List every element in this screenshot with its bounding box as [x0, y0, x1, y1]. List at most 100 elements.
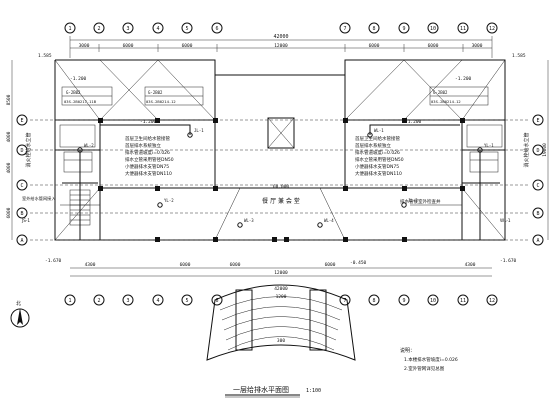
column-axis-top-5-label: 5 — [185, 26, 188, 32]
bottom-dim-2: 6000 — [180, 262, 191, 268]
right-dim-total: 19000 — [542, 143, 548, 157]
elevation-marks: -1.200 -1.200 -1.200 -1.200 -1.670 -1.67… — [45, 76, 517, 266]
column-axis-top-1-label: 1 — [68, 26, 71, 32]
legend-item-1: 1.本楼排水管坡度i=0.026 — [404, 356, 458, 363]
column-axis-bottom-9-label: 9 — [402, 298, 405, 304]
bottom-dimension-chain: 4300 6000 6000 12000 6000 4300 42000 — [70, 262, 492, 292]
row-axis-right-E-label: E — [536, 118, 539, 124]
left-toilet-block — [59, 124, 96, 226]
column-axis-bottom-12-label: 12 — [489, 298, 495, 304]
row-axis-right-A-label: A — [536, 238, 539, 244]
left-bottom-label: 室外给水管网接入 — [22, 195, 56, 202]
right-detail-label: WL-1 — [500, 218, 511, 223]
right-note-line-4: 小便器排水支管DN75 — [355, 163, 399, 170]
column-axis-bottom-5: 5 — [181, 294, 193, 306]
top-overall-dim: 42000 — [273, 34, 288, 40]
column-axis-bottom-10: 10 — [427, 294, 439, 306]
riser-label-JL-1: JL-1 — [194, 128, 204, 133]
row-axis-right-C: C — [532, 179, 544, 191]
drawing-title-block: 一层给排水平面图 1:100 — [225, 385, 321, 398]
column-axis-bottom-6-label: 6 — [215, 298, 218, 304]
left-dim-3: 4000 — [6, 162, 12, 173]
row-axis-left-A-label: A — [20, 238, 23, 244]
left-note-line-2: 排水管道坡度i=0.026 — [125, 149, 170, 156]
column-axis-bottom-8: 8 — [368, 294, 380, 306]
top-dim-1: 3000 — [79, 43, 90, 49]
riser-WL-4: WL-4 — [317, 218, 334, 228]
row-axis-right-C-label: C — [536, 183, 539, 189]
left-note-line-1: 首层排水系统独立 — [125, 142, 161, 149]
column-axis-bottom-7-label: 7 — [343, 298, 346, 304]
row-axis-left-C-label: C — [20, 183, 23, 189]
right-toilet-block — [466, 124, 503, 173]
callout-mid-bottom: 03S-2B0214-12 — [146, 99, 176, 104]
top-dim-6: 6000 — [428, 43, 439, 49]
riser-WL-1: WL-1 — [367, 128, 384, 138]
right-edge-offset: 1.585 — [512, 53, 526, 59]
column-axis-top-7: 7 — [339, 22, 351, 34]
right-note: 首层卫生间给水管接管 首层排水系统独立 排水管道坡度i=0.026 排水立管采用… — [355, 135, 404, 177]
row-axis-left-E: E — [16, 114, 28, 126]
top-dim-2: 6000 — [123, 43, 134, 49]
riser-WL-3: WL-3 — [237, 218, 254, 228]
column-axis-bottom-12: 12 — [486, 294, 498, 306]
column-axis-top-4: 4 — [152, 22, 164, 34]
callout-right-bottom: 03S-2B0214-12 — [431, 99, 461, 104]
column-axis-bottom-10-label: 10 — [430, 298, 436, 304]
right-note-title: 首层卫生间给水管接管 — [355, 135, 400, 142]
row-axis-left-D-label: D — [20, 148, 23, 154]
room-name-label: 餐 厅 兼 会 堂 — [262, 197, 300, 205]
column-axis-bottom-1-label: 1 — [68, 298, 71, 304]
elev-entrance: -0.450 — [350, 260, 367, 266]
column-axis-top-12-label: 12 — [489, 26, 495, 32]
legend-item-2: 2.室外管网详见总图 — [404, 365, 445, 372]
bottom-dim-3: 6000 — [230, 262, 241, 268]
building-outline — [30, 59, 530, 241]
elev-top-right: -1.200 — [455, 76, 472, 82]
right-note-line-1: 首层排水系统独立 — [355, 142, 391, 149]
right-note-line-2: 排水管道坡度i=0.026 — [355, 149, 400, 156]
callout-mid-top: G-2B02 — [148, 90, 163, 95]
riser-label-YL-2: YL-2 — [164, 198, 174, 203]
legend-title: 说明： — [400, 347, 415, 354]
column-axis-bottom-2: 2 — [93, 294, 105, 306]
elev-bottom-left: -1.670 — [45, 258, 62, 264]
left-note-title: 首层卫生间给水管接管 — [125, 135, 170, 142]
legend-notes: 说明： 1.本楼排水管坡度i=0.026 2.室外管网详见总图 — [400, 347, 458, 372]
column-axis-top-6: 6 — [211, 22, 223, 34]
left-dim-4: 6000 — [6, 207, 12, 218]
column-axis-top-3-label: 3 — [126, 26, 129, 32]
column-axis-top-4-label: 4 — [156, 26, 159, 32]
bottom-dim-1: 4300 — [85, 262, 96, 268]
row-axis-right-D: D — [532, 144, 544, 156]
left-dim-1: 8500 — [6, 94, 12, 105]
left-dim-2: 4000 — [6, 131, 12, 142]
stair-width: 1200 — [276, 294, 287, 300]
row-axis-right-D-label: D — [536, 148, 539, 154]
left-note-line-5: 大便器排水支管DN110 — [125, 170, 172, 177]
stair-tread: 300 — [277, 338, 285, 344]
column-axis-top-10: 10 — [427, 22, 439, 34]
left-bottom-label-2: JS-1 — [21, 218, 30, 223]
column-axis-bottom-8-label: 8 — [372, 298, 375, 304]
north-symbol: 北 — [16, 300, 21, 307]
bottom-dim-6: 4300 — [465, 262, 476, 268]
column-axis-bottom-2-label: 2 — [97, 298, 100, 304]
riser-label-JL-2: JL-2 — [408, 198, 418, 203]
drain-pipe-note: 排水管接室外检查井 — [400, 198, 441, 205]
column-axis-top-6-label: 6 — [215, 26, 218, 32]
elev-bottom-right: -1.670 — [500, 258, 517, 264]
left-note-line-3: 排水立管采用管径DN50 — [125, 156, 174, 163]
top-dim-7: 3000 — [472, 43, 483, 49]
column-axis-bottom-7: 7 — [339, 294, 351, 306]
column-axis-top-9: 9 — [398, 22, 410, 34]
column-axis-top-10-label: 10 — [430, 26, 436, 32]
row-axis-left-B: B — [16, 207, 28, 219]
structural-columns — [98, 118, 465, 242]
bottom-dim-5: 6000 — [325, 262, 336, 268]
row-axis-left-E-label: E — [20, 118, 23, 124]
